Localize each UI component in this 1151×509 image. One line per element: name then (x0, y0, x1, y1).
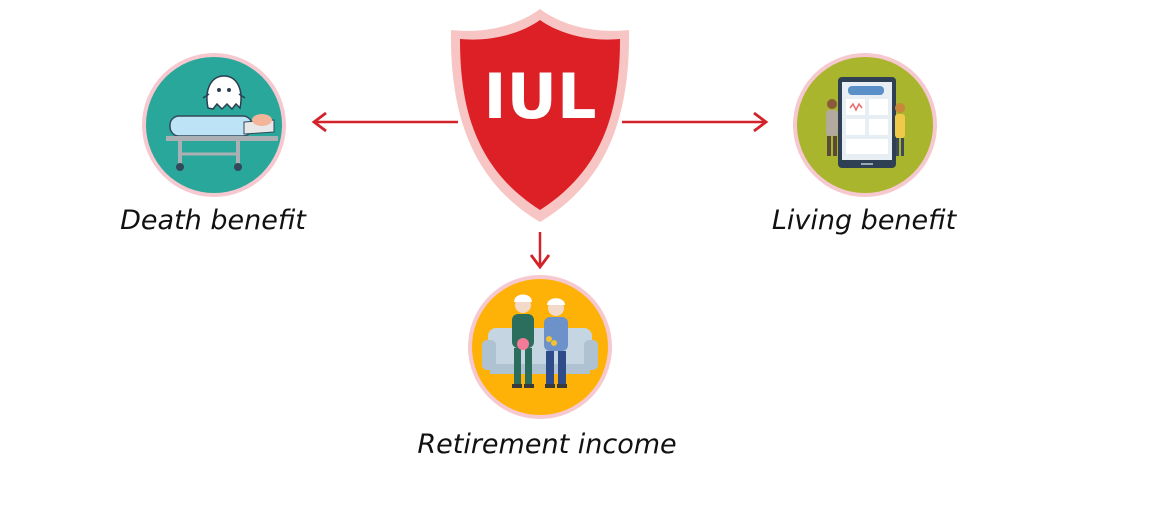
health-app-phone-icon (826, 77, 905, 168)
arrow-to-living-benefit (622, 111, 769, 133)
elderly-couple-couch-icon (482, 294, 598, 388)
death-benefit-illustration (142, 53, 286, 197)
death-benefit-label: Death benefit (120, 205, 306, 236)
iul-shield: IUL (450, 9, 630, 222)
retirement-income-illustration (468, 275, 612, 419)
iul-label: IUL (484, 60, 597, 133)
arrow-to-death-benefit (311, 111, 458, 133)
retirement-income-label: Retirement income (417, 429, 677, 460)
living-benefit-label: Living benefit (771, 205, 957, 236)
arrow-to-retirement-income (529, 232, 551, 270)
living-benefit-illustration (793, 53, 937, 197)
ghost-stretcher-icon (166, 75, 278, 171)
